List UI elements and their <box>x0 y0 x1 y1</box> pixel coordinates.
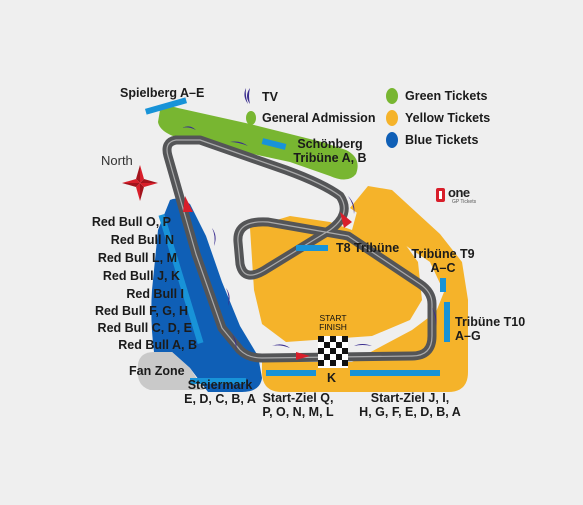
label-red-bull-op: Red Bull O, P <box>91 215 171 229</box>
label-t9-line2: A–C <box>430 261 456 275</box>
label-start: START <box>319 313 347 323</box>
legend-green-icon <box>386 88 398 104</box>
label-schonberg-line1: Schönberg <box>297 137 363 151</box>
label-t9-line1: Tribüne T9 <box>411 247 475 261</box>
grandstand-steiermark <box>190 378 246 384</box>
start-finish-flag <box>318 336 348 368</box>
tv-icon <box>226 288 230 306</box>
grandstand-schonberg <box>261 138 287 150</box>
tv-icon <box>348 196 355 214</box>
label-red-bull-cde: Red Bull C, D, E <box>97 321 192 335</box>
label-start-ziel-j-line1: Start-Ziel J, I, <box>370 391 450 405</box>
legend-tv: TV <box>262 90 278 104</box>
label-start-ziel-q: Start-Ziel Q, P, O, N, M, L <box>256 391 340 419</box>
label-steiermark: Steiermark E, D, C, B, A <box>180 378 260 406</box>
label-k: K <box>327 371 337 385</box>
legend-general-admission: General Admission <box>262 111 376 125</box>
label-schonberg-line2: Tribüne A, B <box>293 151 367 165</box>
logo-icon <box>436 188 445 202</box>
label-t10: Tribüne T10 A–G <box>455 315 525 343</box>
legend-symbols <box>246 88 398 148</box>
tv-icon <box>244 88 248 104</box>
label-schonberg: Schönberg Tribüne A, B <box>286 137 374 165</box>
compass-label: North <box>101 153 133 168</box>
legend-yellow-tickets: Yellow Tickets <box>405 111 491 125</box>
label-red-bull-n: Red Bull N <box>110 233 174 247</box>
grandstands <box>144 97 450 384</box>
logo-word: one <box>448 185 470 200</box>
label-steiermark-line1: Steiermark <box>187 378 253 392</box>
legend-blue-icon <box>386 132 398 148</box>
label-start-finish: START FINISH <box>310 314 356 332</box>
grandstand-start-ziel-right <box>350 370 440 376</box>
green-ticket-area <box>158 106 358 180</box>
label-red-bull-i: Red Bull I <box>126 287 184 301</box>
label-t10-line1: Tribüne T10 <box>455 315 526 329</box>
tv-icon <box>354 344 372 346</box>
fan-zone-area <box>138 352 204 390</box>
label-start-ziel-j-line2: H, G, F, E, D, B, A <box>359 405 461 419</box>
label-t9: Tribüne T9 A–C <box>408 247 478 275</box>
kerb-red <box>340 212 352 228</box>
label-red-bull-fgh: Red Bull F, G, H <box>94 304 188 318</box>
label-steiermark-line2: E, D, C, B, A <box>184 392 256 406</box>
yellow-t8-area <box>250 208 422 342</box>
label-t8: T8 Tribüne <box>336 241 400 255</box>
legend-tv-icon <box>247 88 250 104</box>
tv-icon <box>232 334 237 350</box>
label-t10-line2: A–G <box>455 329 481 343</box>
label-red-bull-lm: Red Bull L, M <box>97 251 177 265</box>
kerb-red <box>183 196 193 212</box>
label-start-ziel-q-line1: Start-Ziel Q, <box>262 391 334 405</box>
label-fan-zone: Fan Zone <box>129 364 185 378</box>
grandstand-spielberg <box>144 97 188 115</box>
grandstand-start-ziel-left <box>266 370 316 376</box>
yellow-ticket-area <box>262 186 468 392</box>
legend-blue-tickets: Blue Tickets <box>405 133 479 147</box>
grandstand-t8 <box>296 245 328 251</box>
label-red-bull-jk: Red Bull J, K <box>102 269 180 283</box>
kerb-red <box>296 352 310 360</box>
legend-green-tickets: Green Tickets <box>405 89 488 103</box>
tv-icon <box>272 344 290 348</box>
compass-icon <box>122 165 158 201</box>
label-start-ziel-q-line2: P, O, N, M, L <box>262 405 334 419</box>
label-spielberg: Spielberg A–E <box>120 86 205 100</box>
logo-sub: GP Tickets <box>452 199 477 205</box>
label-red-bull-ab: Red Bull A, B <box>118 338 197 352</box>
race-track-inner-line <box>166 139 433 359</box>
tv-icon <box>212 228 216 246</box>
tv-icon <box>432 308 437 326</box>
tv-markers <box>182 88 437 350</box>
legend-general-admission-icon <box>246 111 256 125</box>
grandstand-t9 <box>440 278 446 292</box>
label-finish: FINISH <box>319 322 347 332</box>
legend-yellow-icon <box>386 110 398 126</box>
label-start-ziel-j: Start-Ziel J, I, H, G, F, E, D, B, A <box>355 391 465 419</box>
grandstand-t10 <box>444 302 450 342</box>
tv-icon <box>182 126 196 130</box>
tv-icon <box>230 141 248 146</box>
grandstand-red-bull <box>158 214 204 344</box>
